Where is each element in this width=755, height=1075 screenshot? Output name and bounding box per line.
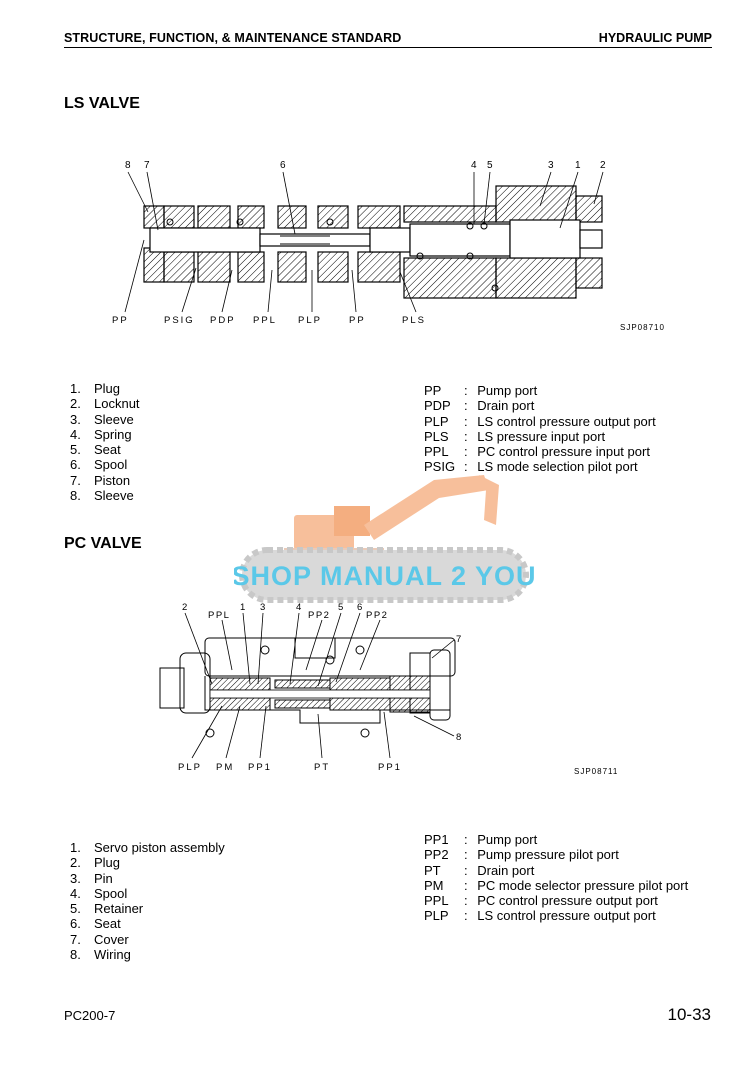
ls-callout: 3 (548, 160, 554, 171)
list-item: 3.Pin (70, 870, 113, 886)
list-item: 4.Spring (70, 426, 132, 442)
ls-callout: 1 (575, 160, 581, 171)
pc-callout: PP2 (366, 610, 388, 621)
list-item: PP: Pump port (424, 383, 538, 398)
ls-valve-title: LS VALVE (64, 95, 140, 112)
pc-callout: PP2 (308, 610, 330, 621)
list-item: 3.Sleeve (70, 411, 134, 427)
list-item: 7.Cover (70, 931, 129, 947)
pc-parts-list: 1.Servo piston assembly 2.Plug 3.Pin 4.S… (70, 840, 225, 962)
list-item: 5.Retainer (70, 901, 144, 917)
ls-callout: 6 (280, 160, 286, 171)
pc-callout: 8 (456, 732, 461, 743)
list-item: 1.Plug (70, 381, 121, 396)
list-item: 6.Spool (70, 457, 128, 473)
pc-port-label: PP1 (378, 762, 402, 773)
watermark-logo: SHOP MANUAL 2 YOU (234, 475, 534, 603)
pc-callout: 3 (260, 602, 265, 613)
page-number: 10-33 (667, 1005, 711, 1024)
list-item: 6.Seat (70, 916, 121, 932)
footer-model: PC200-7 (64, 1008, 116, 1023)
pc-callout: 2 (182, 602, 187, 613)
pc-valve-title: PC VALVE (64, 535, 142, 552)
list-item: PP2: Pump pressure pilot port (424, 847, 619, 863)
list-item: PLP: LS control pressure output port (424, 413, 656, 429)
list-item: PT: Drain port (424, 862, 535, 878)
pc-callout: 4 (296, 602, 301, 613)
pc-port-label: PT (314, 762, 330, 773)
pc-callout: 1 (240, 602, 245, 613)
pc-callout: 5 (338, 602, 343, 613)
pc-callout: 7 (456, 634, 461, 645)
list-item: 2.Plug (70, 855, 121, 871)
header-chapter-title: HYDRAULIC PUMP (598, 31, 712, 45)
pc-port-label: PLP (178, 762, 202, 773)
ls-ports-list: PP: Pump port PDP: Drain port PLP: LS co… (424, 383, 656, 475)
watermark-text: SHOP MANUAL 2 YOU (234, 561, 534, 591)
list-item: PSIG: LS mode selection pilot port (424, 459, 638, 475)
header-section-title: STRUCTURE, FUNCTION, & MAINTENANCE STAND… (64, 31, 402, 45)
ls-port-label: PLP (298, 315, 322, 326)
pc-figure-id: SJP08711 (574, 767, 618, 776)
ls-port-label: PP (112, 315, 129, 326)
list-item: PDP: Drain port (424, 398, 535, 414)
list-item: 2.Locknut (70, 396, 140, 412)
ls-parts-list: 1.Plug 2.Locknut 3.Sleeve 4.Spring 5.Sea… (70, 381, 140, 503)
page-header: STRUCTURE, FUNCTION, & MAINTENANCE STAND… (64, 30, 712, 48)
ls-port-label: PP (349, 315, 366, 326)
list-item: PPL: PC control pressure output port (424, 893, 658, 909)
list-item: 7.Piston (70, 472, 131, 488)
list-item: 1.Servo piston assembly (70, 840, 225, 855)
ls-callout: 2 (600, 160, 606, 171)
ls-callout: 5 (487, 160, 493, 171)
pc-callout: 6 (357, 602, 362, 613)
pc-ports-list: PP1: Pump port PP2: Pump pressure pilot … (424, 832, 688, 924)
ls-valve-diagram: 8 7 6 4 5 3 1 2 PP PSIG PDP PPL PLP PP P… (112, 160, 665, 332)
ls-callout: 4 (471, 160, 477, 171)
list-item: 8.Sleeve (70, 488, 134, 504)
ls-callout: 8 (125, 160, 131, 171)
list-item: PLS: LS pressure input port (424, 428, 606, 444)
pc-valve-diagram: 2 PPL 1 3 4 PP2 5 6 PP2 7 8 PLP PM PP1 P… (159, 602, 618, 776)
list-item: PLP: LS control pressure output port (424, 908, 656, 924)
ls-callout: 7 (144, 160, 150, 171)
list-item: 8.Wiring (70, 947, 131, 963)
pc-port-label: PP1 (248, 762, 272, 773)
pc-port-label: PM (216, 762, 234, 773)
pc-callout: PPL (208, 610, 230, 621)
ls-port-label: PPL (253, 315, 277, 326)
ls-port-label: PLS (402, 315, 426, 326)
ls-figure-id: SJP08710 (620, 323, 665, 332)
list-item: PPL: PC control pressure input port (424, 444, 650, 460)
list-item: 4.Spool (70, 885, 128, 901)
list-item: 5.Seat (70, 442, 121, 458)
list-item: PM: PC mode selector pressure pilot port (424, 877, 689, 893)
ls-port-label: PSIG (164, 315, 195, 326)
ls-port-label: PDP (210, 315, 236, 326)
list-item: PP1: Pump port (424, 832, 538, 847)
